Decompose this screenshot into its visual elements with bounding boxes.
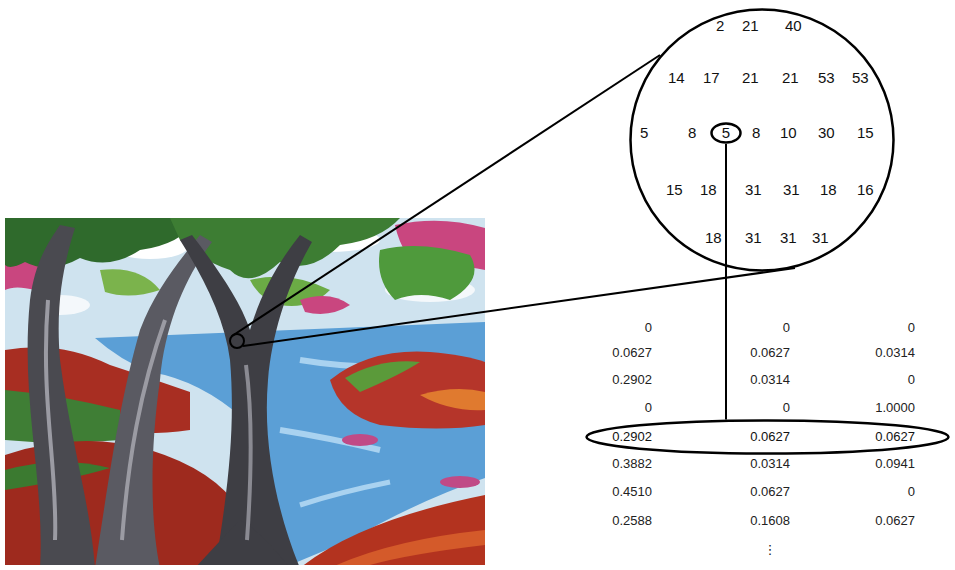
pixel-index: 18 [705, 229, 722, 247]
pixel-index: 21 [742, 17, 759, 35]
pixel-index: 16 [857, 181, 874, 199]
painting-foreground-orange [330, 530, 485, 565]
pixel-index: 53 [818, 69, 835, 87]
pixel-index: 18 [820, 181, 837, 199]
painting-islet [440, 476, 480, 488]
colormap-value: 0 [908, 483, 915, 501]
painting-trunk [95, 235, 212, 565]
colormap-value: 0.2902 [612, 428, 652, 446]
colormap-value: 0 [645, 399, 652, 417]
colormap-value: 0.0627 [612, 344, 652, 362]
pixel-index: 31 [745, 181, 762, 199]
pixel-index: 14 [668, 69, 685, 87]
pixel-index: 18 [700, 181, 717, 199]
zoom-circle: 5 2 21 40 14 17 21 21 53 53 5 8 8 10 30 15 15 18 31 31 18 16 1… [629, 8, 895, 272]
zoom-circle-outline [629, 8, 895, 272]
painting-islet [342, 434, 378, 446]
painting-trunk-light [122, 320, 165, 540]
colormap-value: 0.0314 [750, 455, 790, 473]
pixel-index: 8 [752, 124, 760, 142]
pixel-index: 31 [745, 229, 762, 247]
colormap-row-ring-ellipse [587, 421, 949, 454]
pixel-index: 15 [857, 124, 874, 142]
zoom-leader-line [232, 55, 660, 336]
painting-water-light [280, 430, 380, 450]
pixel-index: 15 [666, 181, 683, 199]
colormap-row-ring: 0.2902 0.0627 0.0627 [585, 419, 950, 455]
colormap-value: 0.2902 [612, 371, 652, 389]
pixel-index: 2 [716, 17, 724, 35]
painting-hill-orange [420, 389, 485, 410]
zoom-circle-ellipse [631, 10, 894, 271]
painting-trunk [28, 225, 95, 565]
painting-foreground-right [300, 495, 485, 565]
pixel-index: 21 [782, 69, 799, 87]
colormap-value: 0.0941 [875, 455, 915, 473]
colormap-value: 0.0314 [750, 371, 790, 389]
pixel-index: 53 [852, 69, 869, 87]
pixel-index: 30 [818, 124, 835, 142]
colormap-value: 0 [645, 319, 652, 337]
colormap-value: 0.0627 [750, 483, 790, 501]
painting-hill [330, 352, 485, 429]
pixel-ring-ellipse [712, 124, 741, 143]
colormap-value: 0.0627 [750, 344, 790, 362]
colormap-value: 0.0627 [875, 428, 915, 446]
colormap-value: 0.2588 [612, 512, 652, 530]
pixel-index: 5 [722, 124, 730, 142]
painting-hill-green [345, 361, 420, 392]
index-connector [725, 144, 727, 419]
pixel-index: 17 [703, 69, 720, 87]
painting-roots [195, 520, 290, 565]
painting-trunk [180, 235, 312, 565]
colormap-value: 0 [908, 319, 915, 337]
colormap-value: 0.0627 [750, 428, 790, 446]
colormap-value: 0.0314 [875, 344, 915, 362]
pixel-index: 31 [780, 229, 797, 247]
pixel-ring: 5 [710, 122, 742, 144]
painting-trunk-light [46, 300, 55, 540]
painting-blossom [300, 296, 350, 314]
pixel-index: 21 [742, 69, 759, 87]
pixel-index: 40 [785, 17, 802, 35]
colormap-value: 0 [783, 319, 790, 337]
colormap-value: 0.1608 [750, 512, 790, 530]
colormap-value: 0 [908, 371, 915, 389]
colormap-value: 0.3882 [612, 455, 652, 473]
painting-foliage [100, 269, 160, 295]
colormap-value: 0 [783, 399, 790, 417]
pixel-index: 31 [783, 181, 800, 199]
painting-trunk-light [246, 365, 251, 540]
painting-foliage [379, 246, 475, 300]
colormap-value: 1.0000 [875, 399, 915, 417]
continuation-mark: ⋮ [764, 541, 777, 559]
painting-water-light [300, 482, 390, 505]
pixel-index: 10 [780, 124, 797, 142]
colormap-value: 0.0627 [875, 512, 915, 530]
painting [5, 218, 485, 565]
pixel-index: 31 [812, 229, 829, 247]
pixel-index: 8 [688, 124, 696, 142]
colormap-value: 0.4510 [612, 483, 652, 501]
zoom-leader-line [243, 268, 795, 346]
painting-foliage [5, 218, 200, 268]
pixel-index: 5 [640, 124, 648, 142]
